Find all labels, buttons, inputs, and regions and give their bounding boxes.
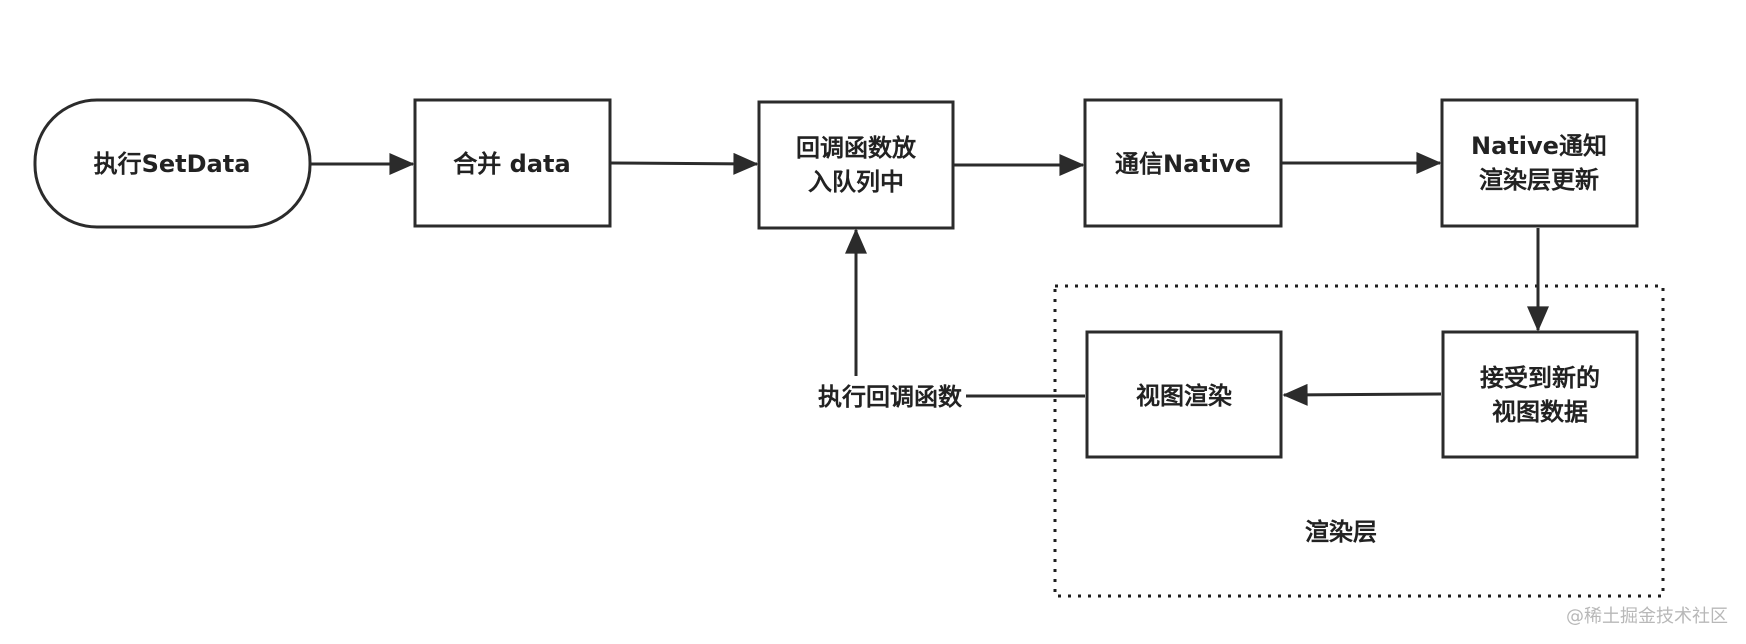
- edge-receive-to-render: [1282, 383, 1442, 406]
- node-view-render-label: 视图渲染: [1136, 382, 1232, 410]
- node-view-render: [1085, 330, 1283, 459]
- node-notify-native: [1083, 98, 1283, 228]
- node-notify-native-label: 通信Native: [1115, 150, 1251, 178]
- node-execute-setdata: [33, 98, 312, 229]
- edge-label-execute-callback: 执行回调函数: [818, 383, 963, 411]
- render-layer-label: 渲染层: [1305, 518, 1377, 546]
- node-merge-data: [413, 98, 612, 228]
- node-merge-data-label: 合并 data: [453, 150, 570, 178]
- node-native-notify-render-label-1: Native通知: [1471, 132, 1607, 160]
- node-native-notify-render-label-2: 渲染层更新: [1479, 166, 1599, 194]
- node-receive-view-data-label-1: 接受到新的: [1480, 364, 1600, 392]
- watermark: @稀土掘金技术社区: [1566, 606, 1728, 627]
- node-receive-view-data-label-2: 视图数据: [1492, 398, 1588, 426]
- node-enqueue-callback-label-2: 入队列中: [808, 168, 904, 196]
- node-native-notify-render: [1440, 98, 1639, 228]
- edge-merge-to-enqueue: [610, 152, 759, 175]
- node-execute-setdata-label: 执行SetData: [94, 150, 251, 178]
- node-receive-view-data: [1441, 330, 1639, 459]
- node-enqueue-callback-label-1: 回调函数放: [796, 134, 917, 162]
- node-enqueue-callback: [757, 100, 955, 230]
- render-layer-group: [1053, 284, 1665, 598]
